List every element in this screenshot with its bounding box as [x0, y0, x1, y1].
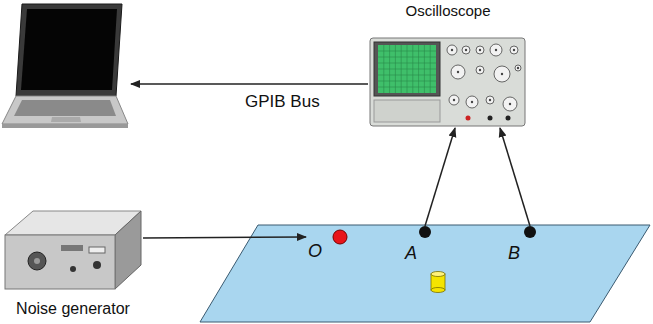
point-label: O: [306, 226, 350, 266]
signal-arrow: [425, 128, 455, 226]
oscilloscope: Oscilloscope: [368, 0, 528, 128]
device-label: Oscilloscope: [405, 2, 490, 19]
point-letter: O: [308, 241, 322, 262]
signal-arrow: [500, 128, 530, 226]
gpib-arrow: [131, 83, 368, 85]
sensor-dot: [524, 226, 536, 238]
laptop-illustration: [2, 4, 128, 128]
point-letter: B: [508, 243, 520, 264]
noise-generator: Noise generator: [3, 205, 143, 320]
point-letter: A: [405, 243, 417, 264]
sensor-dot: [419, 226, 431, 238]
source-dot: [333, 230, 347, 244]
point-label: A: [405, 226, 433, 266]
device-label: Noise generator: [16, 300, 130, 318]
point-label: B: [505, 226, 539, 266]
yellow-cylinder: [431, 272, 445, 293]
test-plane: [200, 225, 650, 322]
noise-generator-illustration: [3, 205, 143, 305]
bus-label: GPIB Bus: [245, 92, 320, 112]
oscilloscope-illustration: [368, 0, 528, 128]
signal-arrow: [143, 237, 306, 238]
